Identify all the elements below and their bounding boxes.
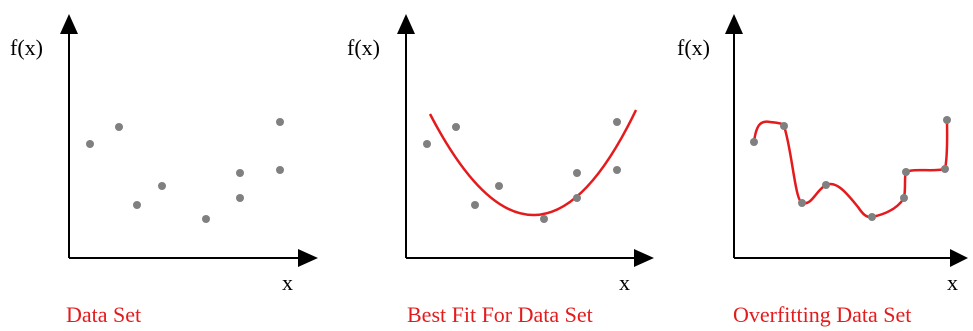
data-point <box>798 199 806 207</box>
data-point <box>613 118 621 126</box>
data-point <box>868 213 876 221</box>
data-point <box>573 194 581 202</box>
panel-caption: Data Set <box>66 302 141 327</box>
data-point <box>495 182 503 190</box>
data-point <box>822 181 830 189</box>
data-point <box>133 201 141 209</box>
x-axis-label: x <box>282 270 293 295</box>
panel-caption: Overfitting Data Set <box>733 302 911 327</box>
data-point <box>780 122 788 130</box>
y-axis-label: f(x) <box>347 35 380 60</box>
panel-overfitting: f(x) x Overfitting Data Set <box>677 14 968 327</box>
x-axis-label: x <box>947 270 958 295</box>
data-point <box>236 194 244 202</box>
y-axis-arrowhead <box>397 14 415 34</box>
best-fit-curve <box>428 109 638 217</box>
data-point <box>236 169 244 177</box>
data-point <box>158 182 166 190</box>
panel-best-fit: f(x) x Best Fit For Data Set <box>347 14 654 327</box>
data-point <box>750 138 758 146</box>
data-point <box>573 169 581 177</box>
data-point <box>471 201 479 209</box>
data-points <box>423 118 621 223</box>
data-point <box>452 123 460 131</box>
data-point <box>202 215 210 223</box>
data-point <box>941 165 949 173</box>
x-axis-arrowhead <box>634 249 654 267</box>
data-point <box>902 168 910 176</box>
overfitting-curve <box>752 119 949 219</box>
x-axis-arrowhead <box>950 249 968 267</box>
x-axis-label: x <box>619 270 630 295</box>
panel-data-set: f(x) x Data Set <box>10 14 318 327</box>
data-point <box>540 215 548 223</box>
x-axis-arrowhead <box>298 249 318 267</box>
data-point <box>115 123 123 131</box>
y-axis-label: f(x) <box>10 35 43 60</box>
y-axis-arrowhead <box>60 14 78 34</box>
y-axis-label: f(x) <box>677 35 710 60</box>
data-point <box>86 140 94 148</box>
data-point <box>613 166 621 174</box>
data-point <box>943 116 951 124</box>
data-point <box>900 194 908 202</box>
data-point <box>276 118 284 126</box>
data-points <box>750 116 951 221</box>
y-axis-arrowhead <box>725 14 743 34</box>
data-points <box>86 118 284 223</box>
data-point <box>276 166 284 174</box>
data-point <box>423 140 431 148</box>
panel-caption: Best Fit For Data Set <box>407 302 593 327</box>
